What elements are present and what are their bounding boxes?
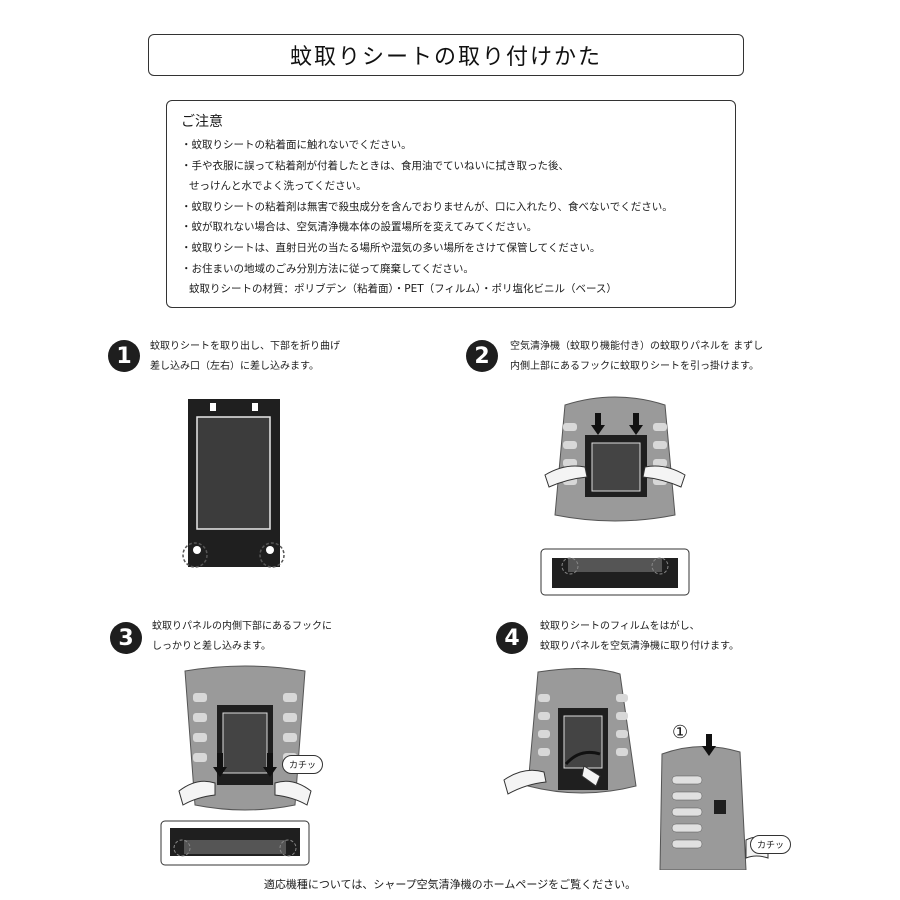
step-3-text-line-2: しっかりと差し込みます。 xyxy=(152,641,271,652)
step-4-text-line-1: 蚊取りシートのフィルムをはがし、 xyxy=(540,621,700,632)
click-sound-label: カチッ xyxy=(750,835,792,854)
step-3-detail-illustration xyxy=(160,820,310,866)
caution-material-line: 蚊取りシートの材質：ポリブデン（粘着面）・PET（フィルム）・ポリ塩化ビニル（ベ… xyxy=(189,283,617,296)
step-3-text-line-1: 蚊取りパネルの内側下部にあるフックに xyxy=(152,621,332,632)
caution-line: ・お住まいの地域のごみ分別方法に従って廃棄してください。 xyxy=(181,262,474,275)
step-4-substep-marker: ① xyxy=(672,722,689,743)
step-4-number: 4 xyxy=(496,622,528,654)
caution-box: ご注意 ・蚊取りシートの粘着面に触れないでください。 ・手や衣服に誤って粘着剤が… xyxy=(166,100,736,308)
caution-line: ・手や衣服に誤って粘着剤が付着したときは、食用油でていねいに拭き取った後、 xyxy=(181,159,569,172)
caution-line: ・蚊取りシートは、直射日光の当たる場所や湿気の多い場所をさけて保管してください。 xyxy=(181,241,601,254)
caution-line: ・蚊取りシートの粘着面に触れないでください。 xyxy=(181,139,412,151)
step-4-panel-illustration xyxy=(503,668,637,795)
caution-line: ・蚊取りシートの粘着剤は無害で殺虫成分を含んでおりませんが、口に入れたり、食べな… xyxy=(181,200,673,213)
step-1-number: 1 xyxy=(108,340,140,372)
step-1-sheet-illustration xyxy=(182,399,285,568)
click-sound-label: カチッ xyxy=(282,755,324,774)
caution-heading: ご注意 xyxy=(181,114,223,130)
footer-note: 適応機種については、シャープ空気清浄機のホームページをご覧ください。 xyxy=(263,878,637,891)
caution-line: せっけんと水でよく洗ってください。 xyxy=(189,180,367,193)
step-1-text-line-2: 差し込み口（左右）に差し込みます。 xyxy=(150,361,319,372)
page-title: 蚊取りシートの取り付けかた xyxy=(148,34,744,76)
caution-line: ・蚊が取れない場合は、空気清浄機本体の設置場所を変えてみてください。 xyxy=(181,221,538,234)
step-2-text-line-1: 空気清浄機（蚊取り機能付き）の蚊取りパネルを まずし xyxy=(510,341,764,352)
step-2-text-line-2: 内側上部にあるフックに蚊取りシートを引っ掛けます。 xyxy=(510,361,759,372)
step-1-text-line-1: 蚊取りシートを取り出し、下部を折り曲げ xyxy=(150,341,340,352)
step-3-number: 3 xyxy=(110,622,142,654)
step-3-panel-illustration xyxy=(178,665,312,811)
step-2-detail-illustration xyxy=(540,548,690,596)
step-2-number: 2 xyxy=(466,340,498,372)
step-4-text-line-2: 蚊取りパネルを空気清浄機に取り付けます。 xyxy=(540,641,739,652)
step-2-panel-illustration xyxy=(544,396,686,522)
